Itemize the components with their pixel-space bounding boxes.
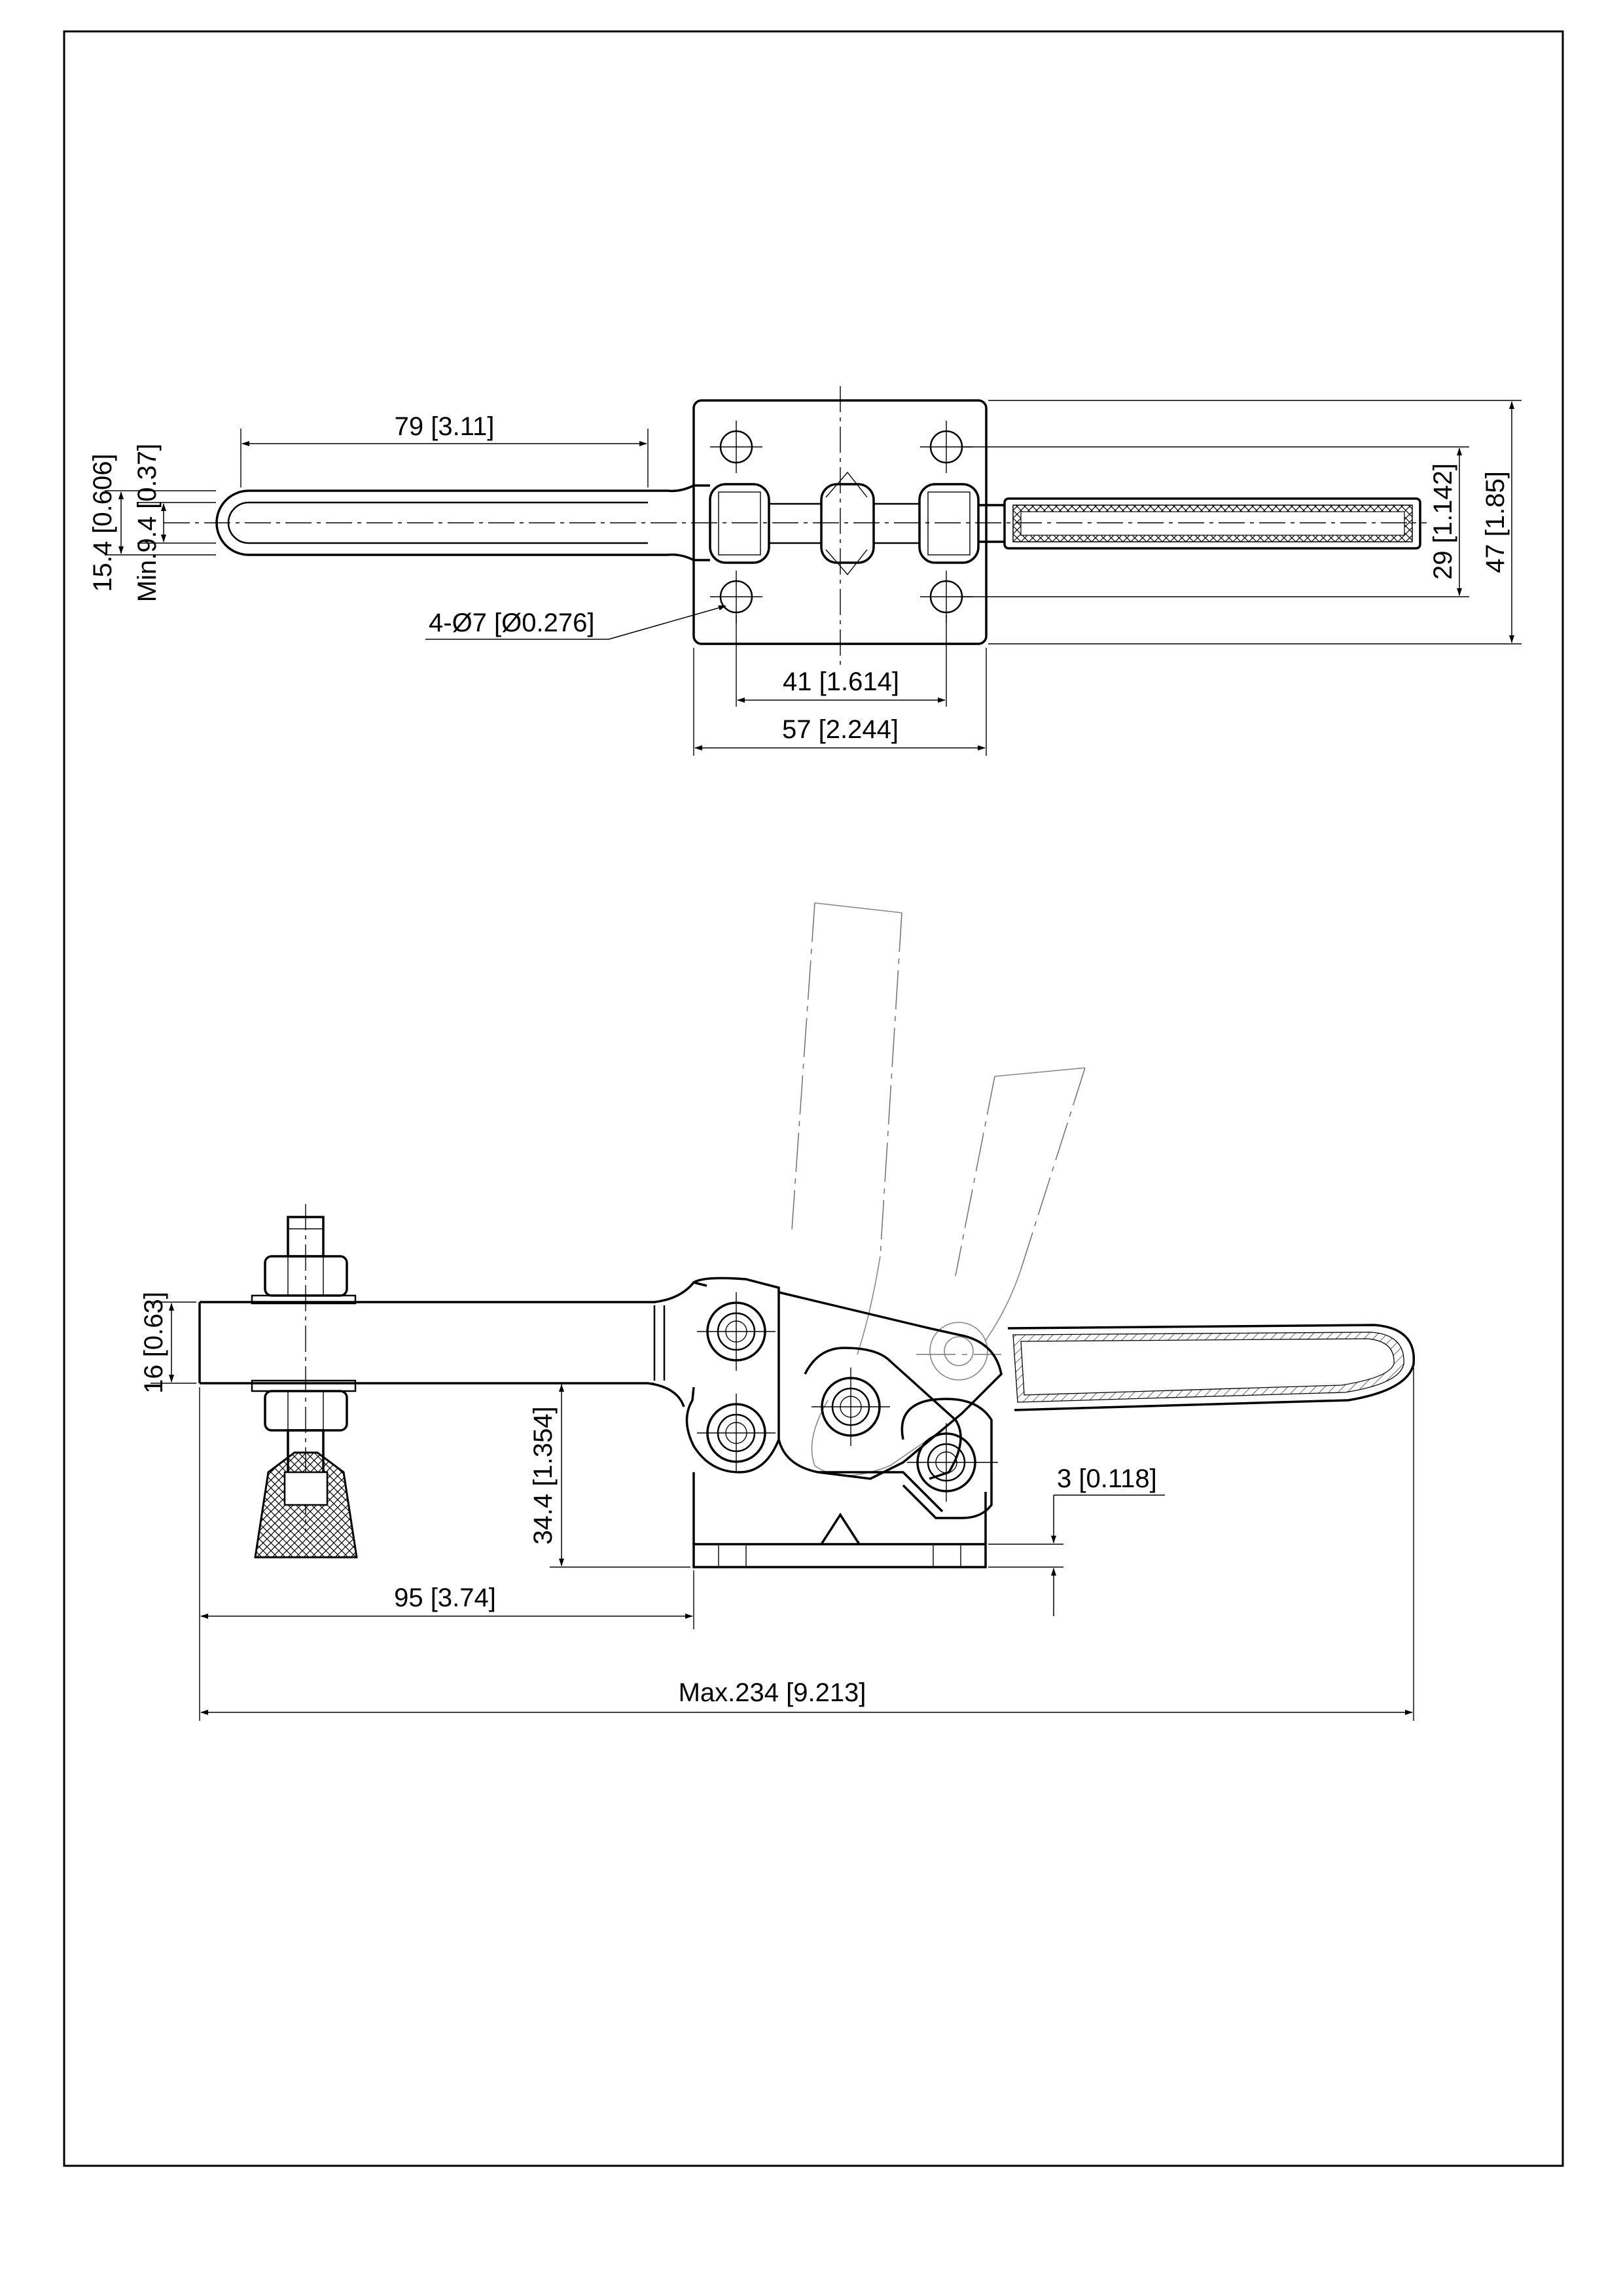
clamp-body: [685, 1277, 780, 1474]
dim-handle-width: 15.4 [0.606]: [88, 453, 117, 592]
dim-arm-height: 34.4 [1.354]: [529, 1406, 558, 1544]
dim-spindle-offset: 95 [3.74]: [394, 1583, 496, 1612]
top-view: 79 [3.11] 15.4 [0.606] Min.9.4 [0.37] 4-…: [88, 386, 1522, 756]
dim-hole-spacing: 41 [1.614]: [783, 667, 899, 696]
dim-base-width: 57 [2.244]: [782, 715, 899, 744]
dim-handle-length: 79 [3.11]: [395, 412, 495, 441]
dim-base-thickness: 3 [0.118]: [1057, 1464, 1157, 1493]
pivot-pins: [697, 1292, 998, 1502]
open-position-outline: [791, 902, 1086, 1476]
handle-grip-top: [1003, 497, 1421, 550]
side-view: 16 [0.63] 34.4 [1.354] 3 [0.118] 95 [3.7…: [139, 902, 1416, 1721]
sheet-border: [63, 30, 1564, 2167]
handle-grip-side: [1007, 1324, 1416, 1411]
base-plate-side: [692, 1543, 987, 1568]
dim-arm-thickness: 16 [0.63]: [139, 1292, 168, 1394]
clamp-arm-top: [648, 484, 710, 561]
dim-grip-width: 29 [1.142]: [1429, 463, 1457, 580]
dim-overall-length: Max.234 [9.213]: [679, 1678, 866, 1707]
clamp-arm-side: [200, 1281, 707, 1407]
spindle-bolt: [251, 1204, 357, 1531]
dim-hole-callout: 4-Ø7 [Ø0.276]: [429, 609, 594, 637]
dim-base-height: 47 [1.85]: [1481, 471, 1510, 573]
dim-min-opening: Min.9.4 [0.37]: [133, 444, 162, 602]
